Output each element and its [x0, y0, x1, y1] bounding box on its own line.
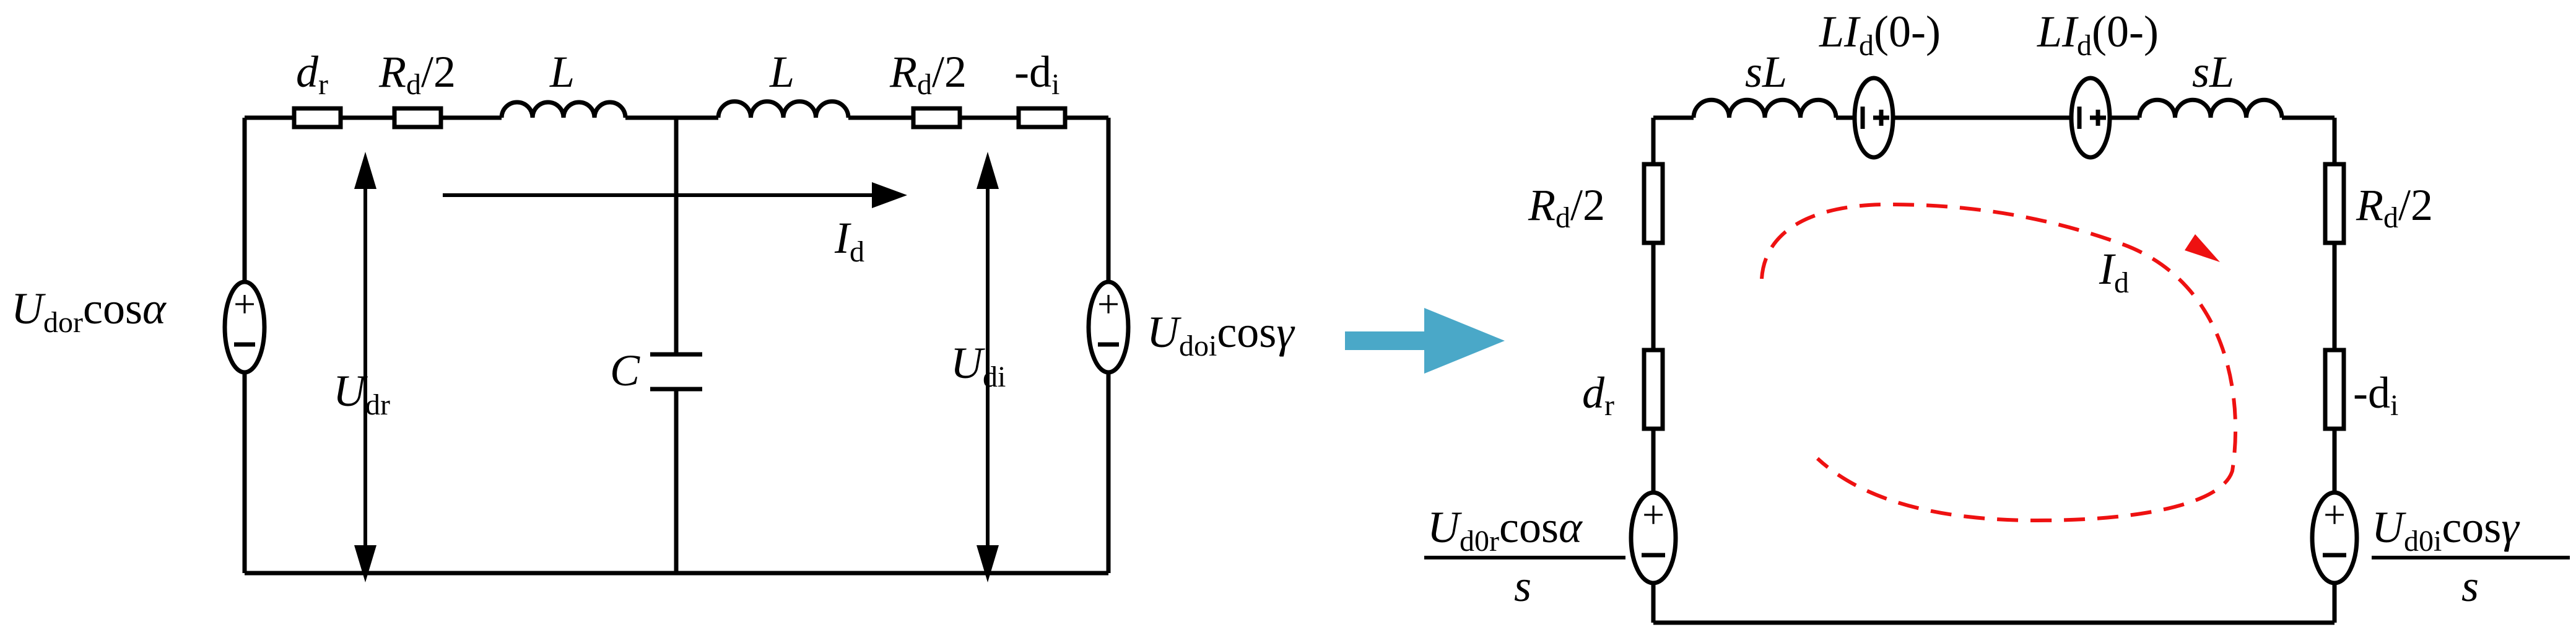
initial-source-left: [1852, 76, 1895, 160]
resistor-rd2-right-2: [2323, 162, 2346, 245]
label-src-left-den: s: [1514, 561, 1531, 611]
label-rd2-right: Rd/2: [889, 47, 967, 101]
resistor-rd2-left-2: [1642, 162, 1665, 245]
resistor-rd2-left: [392, 106, 443, 129]
label-sl-right: sL: [2192, 47, 2234, 97]
label-l-left: L: [549, 47, 575, 97]
label-rd2-left: Rd/2: [378, 47, 456, 101]
inductor-sl-left: [1691, 97, 1838, 118]
voltage-arrow-udi: [977, 152, 999, 582]
current-arrow-head: [872, 182, 907, 208]
label-src-right-2: Ud0icosγ: [2372, 502, 2520, 558]
label-src-left-2: Ud0rcosα: [1427, 502, 1583, 558]
inductor-sl-right: [2137, 97, 2284, 118]
svg-text:+: +: [1642, 493, 1664, 537]
inductor-l-right: [716, 99, 851, 118]
transform-arrow: [1345, 308, 1505, 374]
label-li-right: LId(0-): [2037, 7, 2159, 62]
resistor-di-2: [2323, 348, 2346, 431]
resistor-dr-2: [1642, 348, 1665, 431]
label-dr: dr: [296, 47, 328, 101]
inductor-l-left: [499, 100, 628, 118]
label-id: Id: [834, 213, 864, 268]
label-udr: Udr: [333, 366, 390, 421]
label-c: C: [610, 346, 640, 395]
label-rd2-right-2: Rd/2: [2356, 180, 2433, 234]
label-id-2: Id: [2099, 244, 2129, 299]
initial-source-right: [2069, 76, 2112, 160]
resistor-di: [1016, 106, 1068, 129]
label-l-right: L: [769, 47, 794, 97]
current-loop: [1760, 202, 2238, 523]
svg-text:+: +: [2323, 493, 2346, 537]
resistor-dr: [292, 106, 343, 129]
label-dr-2: dr: [1582, 368, 1614, 422]
label-sl-left: sL: [1745, 47, 1787, 97]
label-li-left: LId(0-): [1819, 7, 1941, 62]
label-di-2: -di: [2353, 368, 2398, 422]
label-src-right: Udoicosγ: [1147, 307, 1295, 362]
resistor-rd2-right: [911, 106, 962, 129]
voltage-source-left-2: +: [1629, 490, 1678, 585]
left-circuit: + + dr Rd/2 L L Rd/2 -di Id C Ud: [11, 47, 1295, 582]
label-src-right-den: s: [2461, 561, 2479, 611]
label-rd2-left-2: Rd/2: [1528, 180, 1605, 234]
label-udi: Udi: [951, 338, 1006, 393]
voltage-source-right: +: [1086, 279, 1131, 375]
label-src-left: Udorcosα: [11, 284, 167, 339]
voltage-source-left: +: [222, 279, 267, 375]
current-loop-arrowhead: [2185, 234, 2220, 262]
voltage-source-right-2: +: [2310, 490, 2359, 585]
svg-text:+: +: [1097, 282, 1120, 326]
label-di: -di: [1014, 47, 1060, 101]
svg-text:+: +: [233, 282, 256, 326]
voltage-arrow-udr: [354, 152, 376, 582]
right-circuit: + + sL LId(0-) LId(0-) sL Rd/2 Rd/2 dr -…: [1424, 7, 2570, 625]
